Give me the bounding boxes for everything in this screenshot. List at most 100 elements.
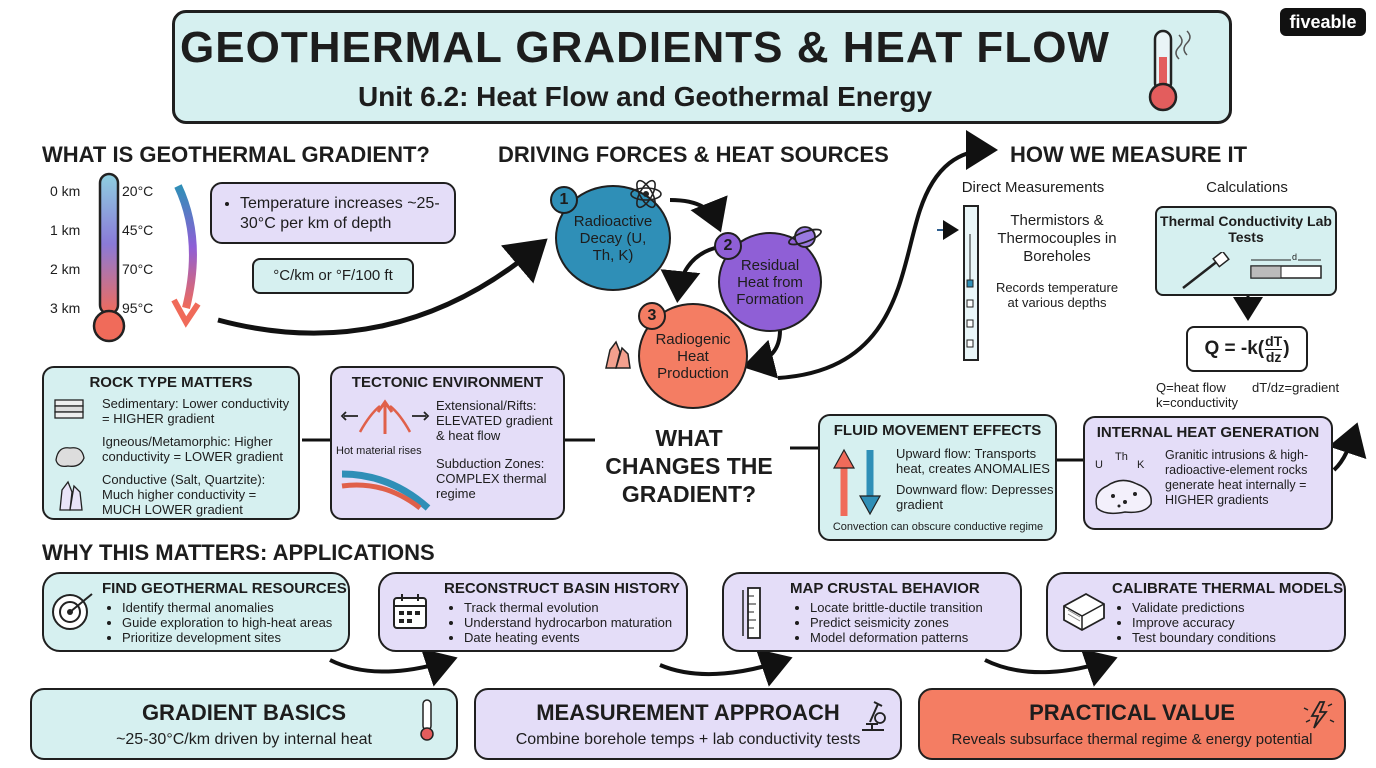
fluid-upward: Upward flow: Transports heat, creates AN… (896, 446, 1050, 476)
summary-text: Combine borehole temps + lab conductivit… (515, 731, 861, 748)
summary-title: PRACTICAL VALUE (1029, 700, 1235, 725)
app-item: Prioritize development sites (122, 630, 332, 645)
rock-heading: ROCK TYPE MATTERS (89, 374, 253, 391)
app-title: CALIBRATE THERMAL MODELS (1112, 580, 1344, 597)
summary-gradient-basics: GRADIENT BASICS ~25-30°C/km driven by in… (30, 688, 458, 760)
tectonic-box: TECTONIC ENVIRONMENT Hot material rises … (330, 366, 565, 520)
rift-icon (340, 399, 430, 434)
model-block-icon (1063, 592, 1105, 632)
lightning-icon (1303, 701, 1335, 729)
app-item: Understand hydrocarbon maturation (464, 615, 672, 630)
page-title: GEOTHERMAL GRADIENTS & HEAT FLOW (180, 23, 1110, 72)
title-banner: GEOTHERMAL GRADIENTS & HEAT FLOW Unit 6.… (172, 10, 1232, 124)
calc-heading: Calculations (1206, 179, 1288, 196)
lab-test-box: Thermal Conductivity Lab Tests d (1155, 206, 1337, 296)
source-label: Radioactive Decay (U, Th, K) (573, 212, 653, 264)
rock-igneous: Igneous/Metamorphic: Higher conductivity… (102, 434, 283, 464)
fluid-box: FLUID MOVEMENT EFFECTS Upward flow: Tran… (818, 414, 1057, 541)
quartz-crystal-icon (59, 480, 83, 511)
applications-heading: WHY THIS MATTERS: APPLICATIONS (42, 540, 435, 565)
heat-flow-formula: Q = -k( dT dz ) (1186, 326, 1308, 372)
app-title: MAP CRUSTAL BEHAVIOR (790, 580, 980, 597)
tectonic-extensional: Extensional/Rifts: ELEVATED gradient & h… (436, 398, 553, 443)
summary-title: GRADIENT BASICS (141, 700, 347, 725)
temp-labels: 20°C 45°C 70°C 95°C (122, 184, 182, 340)
source-number: 3 (638, 302, 666, 330)
igneous-rock-icon (55, 447, 85, 468)
measure-heading: HOW WE MEASURE IT (1010, 142, 1248, 167)
internal-text: Granitic intrusions & high-radioactive-e… (1165, 448, 1309, 507)
calendar-icon (393, 594, 427, 629)
gradient-fact: Temperature increases ~25-30°C per km of… (240, 194, 442, 234)
sample-dimension-mark: d (1291, 252, 1299, 262)
gradient-fact-box: Temperature increases ~25-30°C per km of… (210, 182, 456, 244)
page-subtitle: Unit 6.2: Heat Flow and Geothermal Energ… (357, 81, 933, 112)
target-icon (52, 593, 93, 630)
depth-arrow-icon (171, 184, 201, 328)
source-number: 1 (550, 186, 578, 214)
internal-heat-box: INTERNAL HEAT GENERATION U Th K Granitic… (1083, 416, 1333, 530)
app-item: Locate brittle-ductile transition (810, 600, 983, 615)
app-card-crustal: MAP CRUSTAL BEHAVIOR Locate brittle-duct… (722, 572, 1022, 652)
summary-text: ~25-30°C/km driven by internal heat (116, 731, 372, 748)
source-label: Radiogenic Heat Production (655, 330, 731, 382)
internal-heading: INTERNAL HEAT GENERATION (1096, 424, 1320, 441)
tectonic-heading: TECTONIC ENVIRONMENT (351, 374, 544, 391)
app-card-basin: RECONSTRUCT BASIN HISTORY Track thermal … (378, 572, 688, 652)
temp-label: 95°C (122, 300, 154, 316)
formula-denominator: dz (1265, 348, 1282, 365)
depth-thermometer-icon (92, 172, 126, 343)
app-item: Guide exploration to high-heat areas (122, 615, 332, 630)
temp-label: 20°C (122, 183, 154, 199)
probe-icon (1182, 252, 1322, 289)
summary-measurement-approach: MEASUREMENT APPROACH Combine borehole te… (474, 688, 902, 760)
thermometer-icon (420, 699, 434, 741)
formula-legend-k: k=conductivity (1156, 395, 1239, 410)
forces-heading: DRIVING FORCES & HEAT SOURCES (498, 142, 889, 167)
app-card-geothermal: FIND GEOTHERMAL RESOURCES Identify therm… (42, 572, 350, 652)
formula-right: ) (1283, 338, 1290, 359)
app-item: Date heating events (464, 630, 672, 645)
element-th: Th (1115, 451, 1128, 463)
direct-note: Records temperature at various depths (995, 280, 1119, 310)
depth-labels: 0 km 1 km 2 km 3 km (50, 184, 94, 340)
app-item: Test boundary conditions (1132, 630, 1276, 645)
tectonic-subduction: Subduction Zones: COMPLEX thermal regime (436, 456, 547, 501)
formula-numerator: dT (1265, 332, 1283, 350)
app-title: FIND GEOTHERMAL RESOURCES (102, 580, 347, 597)
lab-label: Thermal Conductivity Lab Tests (1160, 213, 1332, 245)
formula-fraction: dT dz (1265, 332, 1283, 365)
formula-legend-gradient: dT/dz=gradient (1252, 380, 1340, 395)
fluid-note: Convection can obscure conductive regime (832, 521, 1044, 533)
crystal-icon (605, 340, 631, 369)
formula-left: Q = -k( (1204, 338, 1265, 359)
app-item: Predict seismicity zones (810, 615, 983, 630)
subduction-icon (341, 470, 431, 511)
depth-label: 2 km (50, 261, 81, 277)
gradient-units-box: °C/km or °F/100 ft (252, 258, 414, 294)
gradient-heading: WHAT IS GEOTHERMAL GRADIENT? (42, 142, 430, 167)
element-u: U (1095, 459, 1103, 471)
source-label: Residual Heat from Formation (736, 256, 804, 308)
fluid-heading: FLUID MOVEMENT EFFECTS (833, 422, 1042, 439)
fiveable-logo[interactable]: fiveable (1280, 8, 1366, 36)
temp-label: 70°C (122, 261, 154, 277)
rock-type-box: ROCK TYPE MATTERS Sedimentary: Lower con… (42, 366, 300, 520)
borehole-icon (963, 205, 979, 361)
temp-label: 45°C (122, 222, 154, 238)
direct-label: Thermistors & Thermocouples in Boreholes (997, 212, 1117, 265)
changes-heading: WHAT CHANGES THE GRADIENT? (605, 425, 773, 507)
granite-rock-icon (1095, 479, 1152, 515)
ruler-icon (742, 587, 761, 639)
summary-title: MEASUREMENT APPROACH (536, 700, 840, 725)
summary-text: Reveals subsurface thermal regime & ener… (951, 731, 1313, 748)
microscope-icon (862, 701, 886, 731)
depth-label: 1 km (50, 222, 81, 238)
app-item: Identify thermal anomalies (122, 600, 332, 615)
app-item: Track thermal evolution (464, 600, 672, 615)
rises-label: Hot material rises (336, 445, 422, 457)
app-title: RECONSTRUCT BASIN HISTORY (444, 580, 680, 597)
flow-arrows-icon (832, 448, 882, 516)
planet-icon (788, 226, 822, 248)
